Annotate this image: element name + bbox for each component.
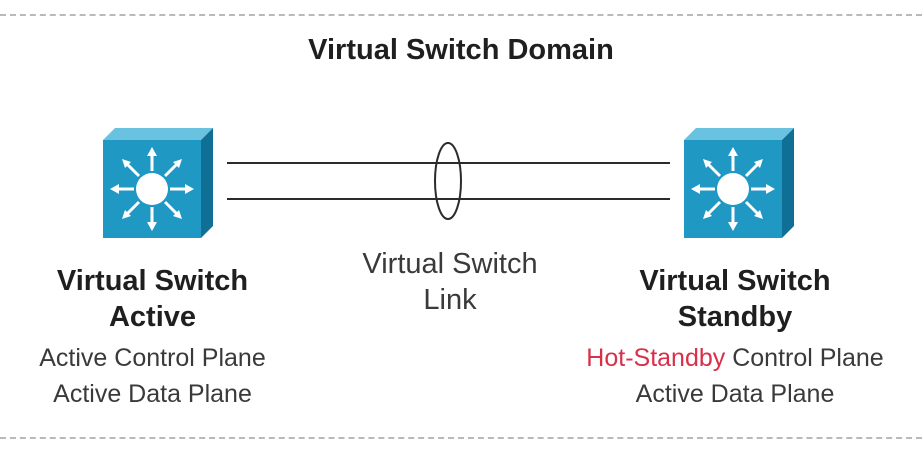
active-data-plane: Active Data Plane	[53, 379, 252, 408]
standby-data-plane: Active Data Plane	[635, 379, 835, 408]
standby-control-plane: Hot-Standby Control Plane	[548, 340, 922, 376]
link-label-line2: Link	[423, 284, 477, 317]
standby-control-plane-rest: Control Plane	[725, 343, 884, 372]
standby-name-line1: Virtual Switch	[639, 265, 831, 297]
link-bundle-ellipse	[434, 142, 462, 220]
active-name-line1: Virtual Switch	[56, 265, 249, 297]
standby-name-line2: Standby	[677, 301, 793, 334]
domain-border-bottom	[0, 437, 922, 439]
active-switch-label: Virtual Switch Active Active Control Pla…	[0, 263, 305, 412]
standby-switch-label: Virtual Switch Standby Hot-Standby Contr…	[548, 263, 922, 412]
domain-border-top	[0, 14, 922, 16]
link-label-line1: Virtual Switch	[362, 248, 538, 280]
hot-standby-text: Hot-Standby	[586, 343, 726, 372]
active-control-plane: Active Control Plane	[39, 343, 266, 372]
active-name-line2: Active	[108, 301, 197, 334]
active-switch-icon	[103, 128, 213, 238]
link-label: Virtual Switch Link	[330, 246, 570, 319]
standby-switch-icon	[684, 128, 794, 238]
domain-title: Virtual Switch Domain	[308, 34, 614, 66]
